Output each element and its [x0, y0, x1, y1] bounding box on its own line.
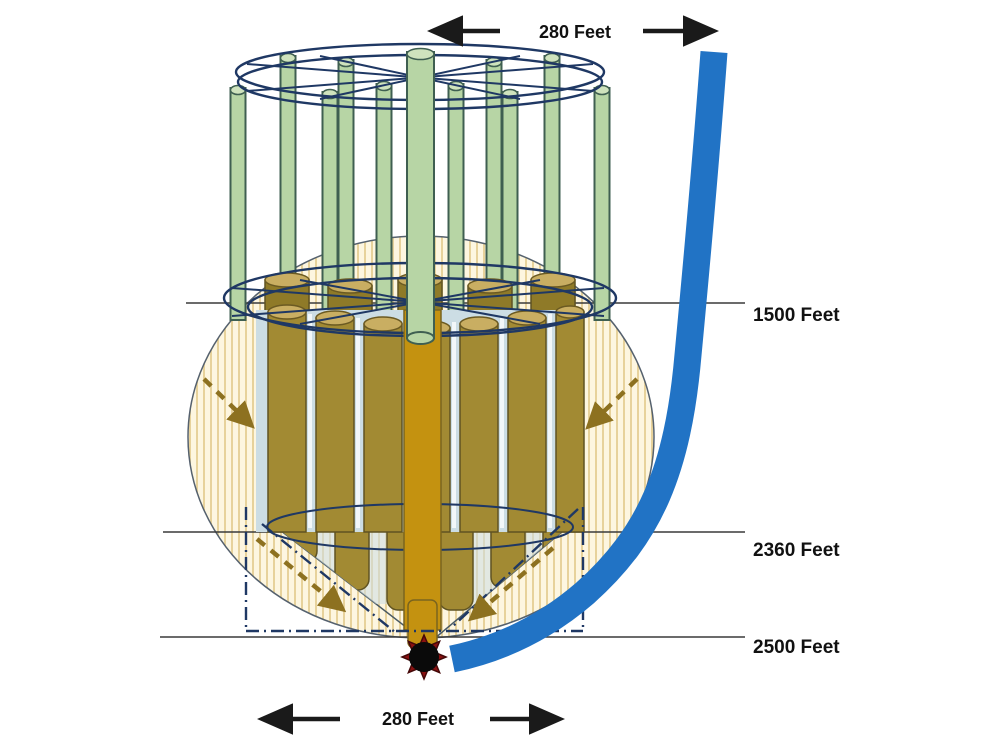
flow-arrow — [585, 377, 639, 430]
injection-pipe — [593, 84, 611, 321]
label-depth-1500: 1500 Feet — [753, 305, 840, 326]
injection-pipe — [229, 84, 247, 321]
flow-arrow — [255, 537, 347, 613]
injection-pipe — [375, 80, 393, 321]
central-injection-pipe — [406, 47, 435, 345]
canister — [555, 311, 585, 533]
label-depth-2500: 2500 Feet — [753, 637, 840, 658]
flow-arrows — [202, 377, 639, 622]
canister — [315, 317, 355, 533]
canister — [507, 317, 547, 533]
label-depth-2360: 2360 Feet — [753, 540, 840, 561]
detonation-star-icon — [400, 633, 448, 681]
measurement-arrows — [257, 15, 719, 735]
label-bottom-width: 280 Feet — [382, 709, 454, 729]
canister — [267, 311, 307, 533]
central-shaft — [403, 309, 442, 649]
relief-well-pipe — [449, 51, 728, 673]
canister — [363, 323, 403, 533]
injection-pipe — [447, 80, 465, 321]
label-top-width: 280 Feet — [539, 22, 611, 42]
canister — [459, 323, 499, 533]
